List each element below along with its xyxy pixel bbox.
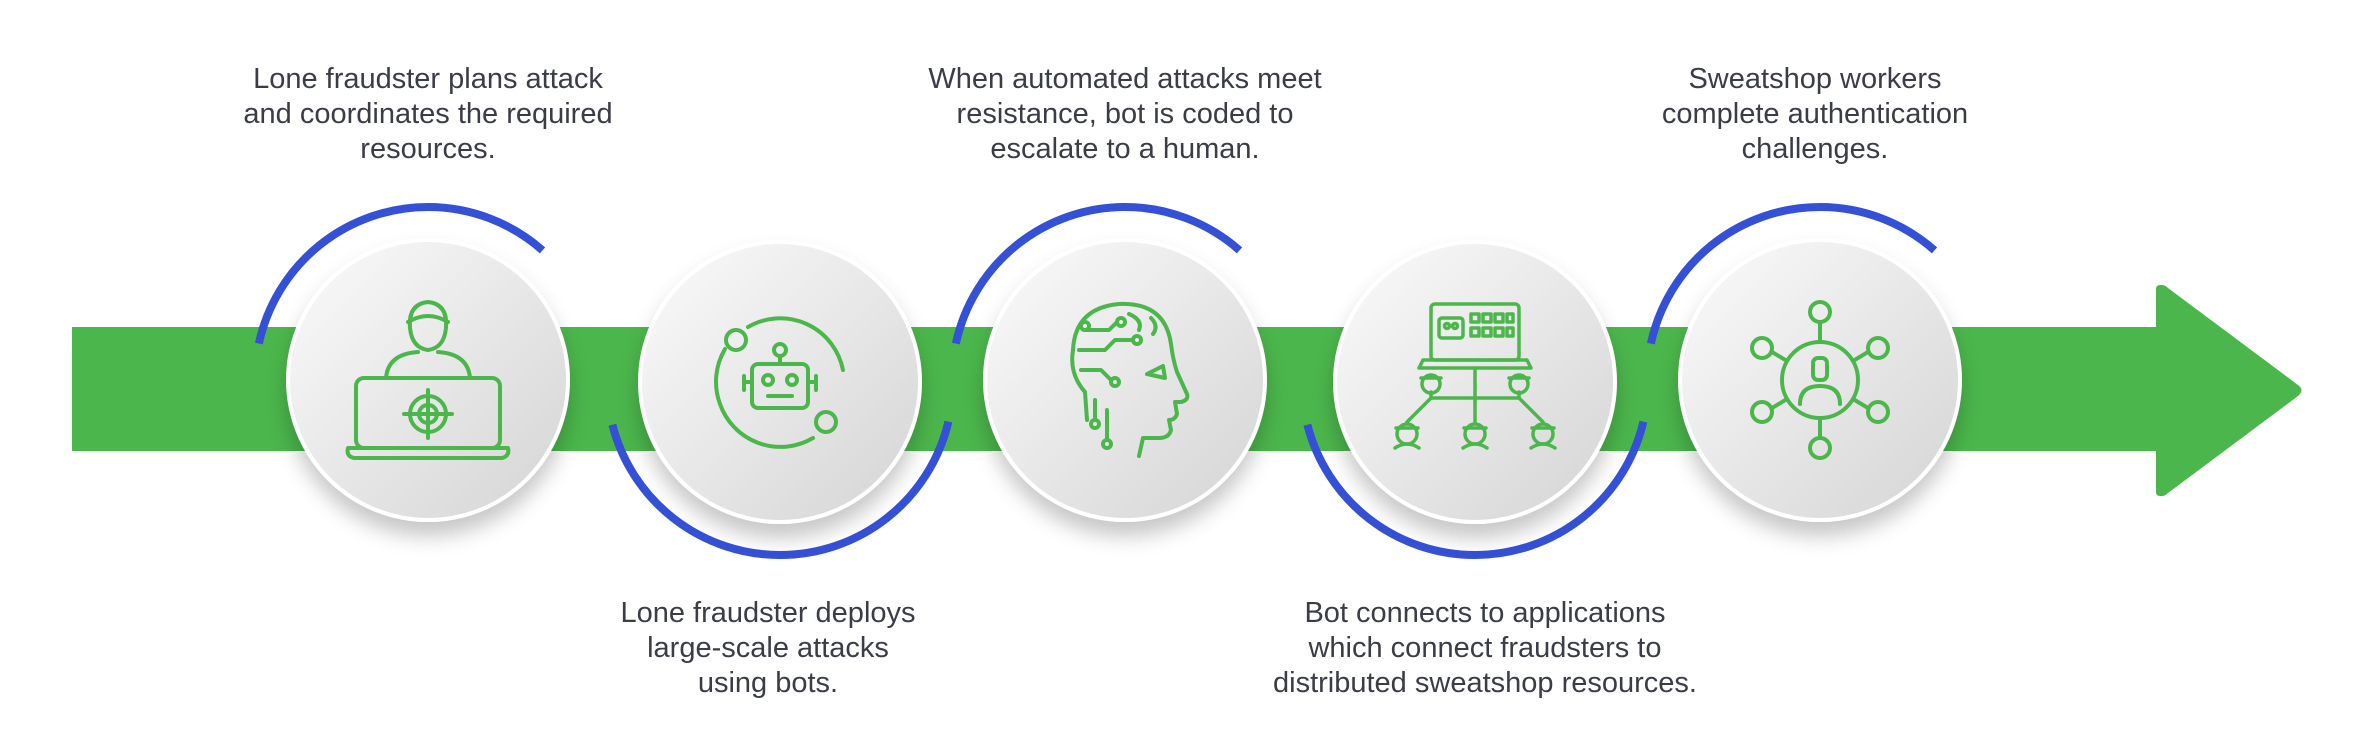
step-1-caption: Lone fraudster plans attack and coordina… [243,63,613,165]
step-ring-3 [948,203,1302,557]
step-5-caption: Sweatshop workers complete authenticatio… [1661,63,1969,165]
bot-network-icon [1393,302,1557,450]
fraudster-laptop-icon [345,300,511,460]
step-ring-4 [1298,205,1652,559]
step-2-caption: Lone fraudster deploys large-scale attac… [620,597,916,699]
step-circle-3 [983,238,1267,522]
step-ring-1 [251,203,605,557]
robot-cycle-icon [714,316,845,449]
step-ring-2 [603,205,957,559]
ai-head-icon [1070,301,1190,458]
arrow-head [2156,285,2302,496]
step-circles [286,238,1962,524]
ring-group [251,203,1997,559]
step-4-caption: Bot connects to applications which conne… [1273,597,1697,699]
step-circle-2 [638,240,922,524]
step-3-caption: When automated attacks meet resistance, … [928,63,1322,165]
step-ring-5 [1643,203,1997,557]
worker-network-icon [1750,300,1890,460]
